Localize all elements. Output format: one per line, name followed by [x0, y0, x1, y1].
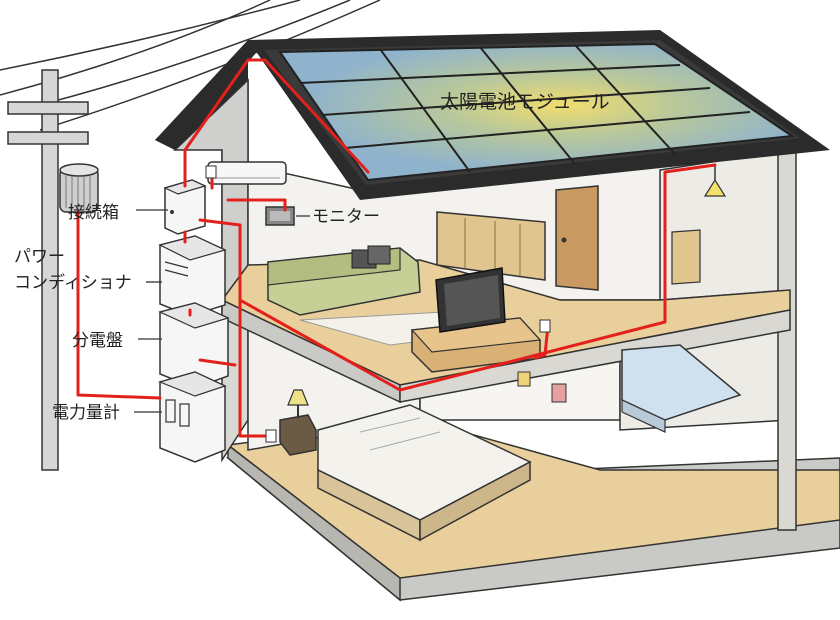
- sideboard: [436, 211, 546, 281]
- label-solar-module: 太陽電池モジュール: [440, 91, 610, 113]
- label-distribution-board: 分電盤: [72, 331, 123, 351]
- monitor-device: [265, 206, 295, 226]
- label-monitor: モニター: [312, 207, 380, 227]
- sofa: [267, 245, 421, 316]
- utility-pole: [7, 69, 99, 471]
- bed-main: [317, 404, 532, 542]
- label-power-meter: 電力量計: [52, 403, 120, 423]
- label-power-conditioner-2: コンディショナ: [14, 272, 132, 293]
- junction-box: [163, 179, 207, 235]
- nightstand-lamp: [279, 389, 317, 456]
- label-junction-box: 接続箱: [68, 203, 119, 223]
- solar-module-array: [278, 42, 795, 182]
- label-leaders: [134, 209, 310, 413]
- pole-transformer: [59, 163, 99, 213]
- power-meter: [158, 371, 227, 463]
- power-conditioner: [158, 235, 227, 317]
- bed-secondary: [621, 344, 742, 433]
- air-conditioner: [207, 161, 287, 185]
- label-power-conditioner-1: パワー: [14, 247, 65, 267]
- outlets: [205, 165, 551, 443]
- wall-pictures: [517, 371, 567, 403]
- pendant-lamp: [703, 165, 727, 197]
- overhead-power-lines: [0, 0, 381, 131]
- power-wiring: [76, 58, 717, 438]
- television: [435, 267, 506, 333]
- door: [555, 185, 599, 291]
- distribution-board: [158, 302, 230, 389]
- upstairs-side-furniture: [671, 229, 701, 285]
